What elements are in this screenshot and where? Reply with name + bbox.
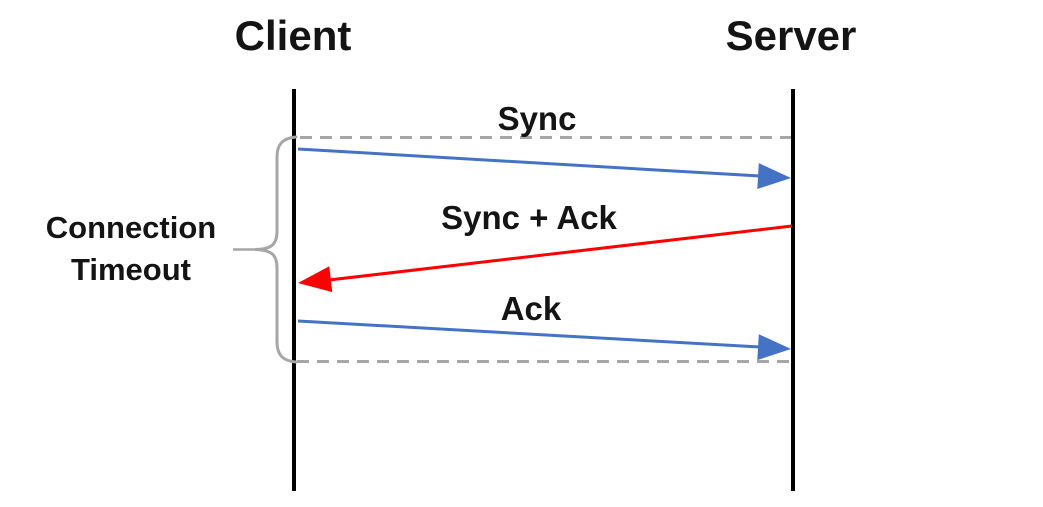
sync-message-label: Sync <box>497 100 577 137</box>
ack-arrowhead <box>757 334 791 361</box>
annotation-line-2: Timeout <box>71 252 191 287</box>
syncack-arrow-line <box>328 224 793 282</box>
annotation-line-1: Connection <box>45 210 217 245</box>
server-actor-label: Server <box>725 12 857 59</box>
ack-message-label: Ack <box>500 290 562 327</box>
client-actor-label: Client <box>234 12 352 59</box>
sync-arrowhead <box>757 163 791 189</box>
syncack-arrowhead <box>298 266 333 293</box>
ack-arrow-line <box>297 319 761 349</box>
connection-timeout-annotation: Connection Timeout <box>46 207 217 291</box>
sync-arrow-line <box>297 147 761 178</box>
timeout-brace <box>254 135 298 364</box>
syncack-message-label: Sync + Ack <box>441 199 617 236</box>
